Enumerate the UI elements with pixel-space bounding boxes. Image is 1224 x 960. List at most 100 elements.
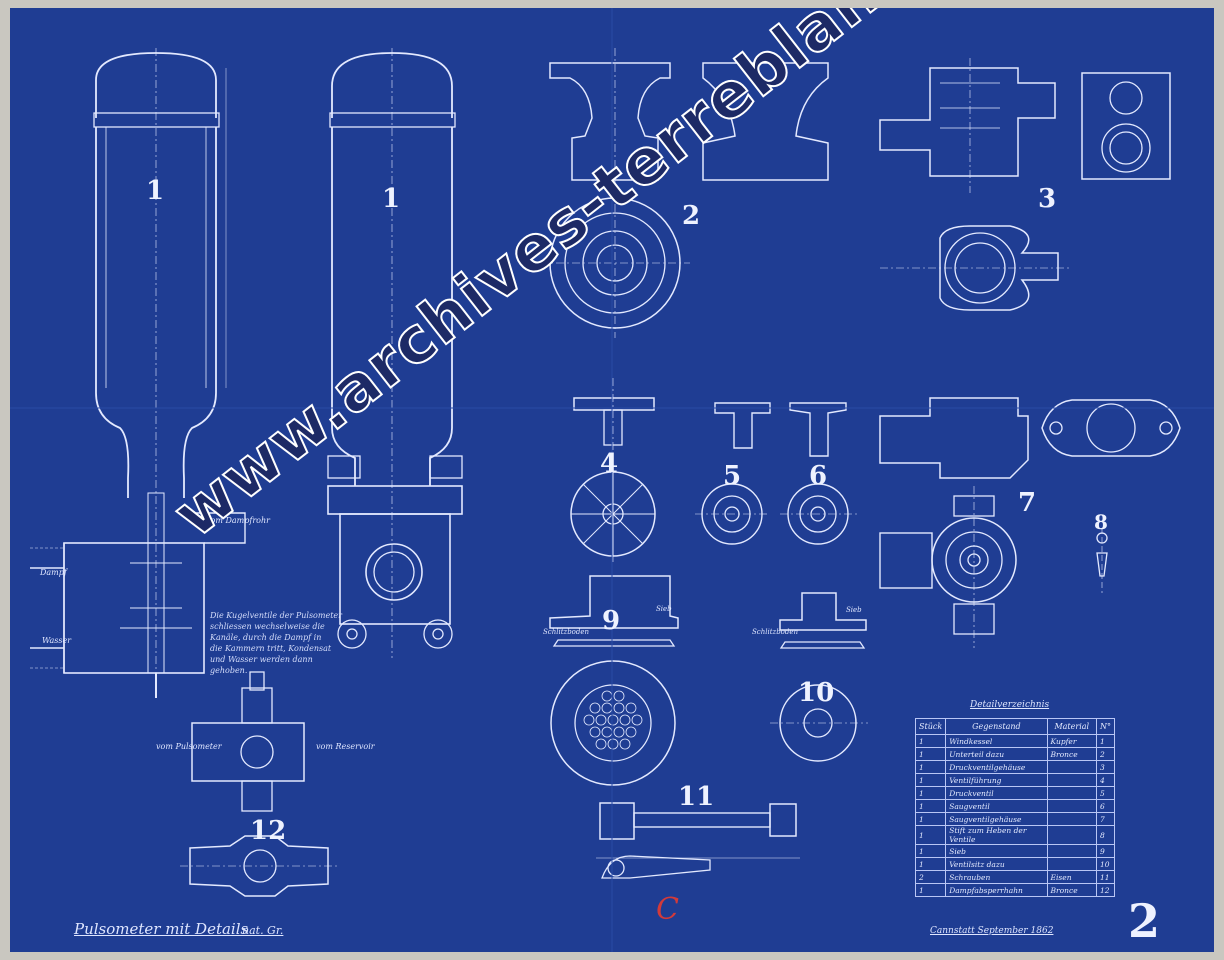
blueprint-sheet: 1 1 2 3 4 5 6 7 8 9 10 11 12 vom Dampfro… <box>10 8 1214 952</box>
cell-item: Stift zum Heben der Ventile <box>945 825 1048 845</box>
cell-material: Bronce <box>1046 747 1098 761</box>
cell-no: 8 <box>1096 825 1115 845</box>
parts-list-heading: Detailverzeichnis <box>970 700 1050 710</box>
label-dampfrohr: vom Dampfrohr <box>206 516 270 525</box>
cell-material <box>1046 799 1098 813</box>
cell-item: Sieb <box>945 844 1048 858</box>
cell-material: Eisen <box>1046 870 1098 884</box>
cell-material <box>1046 773 1098 787</box>
detail-label-12: 12 <box>250 816 287 846</box>
cell-qty: 1 <box>914 760 947 774</box>
label-vom-reservoir: vom Reservoir <box>316 742 375 751</box>
cell-qty: 2 <box>914 870 947 884</box>
drawing-title: Pulsometer mit Details <box>74 920 249 938</box>
label-sieb-10: Sieb <box>846 606 862 614</box>
cell-material <box>1046 812 1098 826</box>
cell-qty: 1 <box>914 825 947 845</box>
cell-qty: 1 <box>914 734 947 748</box>
cell-qty: 1 <box>914 747 947 761</box>
cell-no: 10 <box>1096 857 1115 871</box>
cell-qty: 1 <box>914 786 947 800</box>
cell-item: Ventilführung <box>945 773 1048 787</box>
detail-label-5: 5 <box>723 461 742 491</box>
column-header-qty: Stück <box>914 718 947 735</box>
cell-material <box>1046 760 1098 774</box>
view-1-exterior <box>327 48 463 658</box>
cell-no: 5 <box>1096 786 1115 800</box>
cell-material <box>1046 844 1098 858</box>
cell-item: Windkessel <box>945 734 1048 748</box>
cell-qty: 1 <box>914 857 947 871</box>
drawing-scale: nat. Gr. <box>242 924 284 937</box>
cell-no: 7 <box>1096 812 1115 826</box>
column-header-no: N° <box>1096 718 1115 735</box>
view-1-section <box>30 48 246 698</box>
detail-label-8: 8 <box>1094 510 1108 534</box>
cell-item: Saugventil <box>945 799 1048 813</box>
label-schlitzboden-10: Schlitzboden <box>752 628 799 636</box>
detail-5 <box>695 402 771 545</box>
blueprint-drawing <box>10 8 1214 952</box>
note-line: die Kammern tritt, Kondensat <box>210 644 332 653</box>
cell-material <box>1046 786 1098 800</box>
cell-item: Schrauben <box>945 870 1048 884</box>
cell-item: Dampfabsperrhahn <box>945 883 1048 897</box>
cell-material: Bronce <box>1046 883 1098 897</box>
cell-qty: 1 <box>914 812 947 826</box>
detail-label-10: 10 <box>798 678 835 708</box>
cell-material: Kupfer <box>1046 734 1098 748</box>
detail-label-1b: 1 <box>382 184 401 214</box>
detail-8 <box>1096 528 1108 593</box>
cell-item: Druckventilgehäuse <box>945 760 1048 774</box>
cell-material <box>1046 857 1098 871</box>
cell-qty: 1 <box>914 799 947 813</box>
label-dampf: Dampf <box>40 568 67 577</box>
cell-qty: 1 <box>914 844 947 858</box>
cell-qty: 1 <box>914 773 947 787</box>
detail-4 <box>570 378 656 563</box>
detail-label-2: 2 <box>682 201 701 231</box>
signature-date: Cannstatt September 1862 <box>930 926 1054 936</box>
label-schlitzboden-9: Schlitzboden <box>543 628 590 636</box>
detail-3 <box>879 58 1171 311</box>
detail-12 <box>180 671 338 897</box>
column-header-item: Gegenstand <box>945 718 1048 735</box>
cell-no: 12 <box>1096 883 1115 897</box>
cell-material <box>1046 825 1098 845</box>
red-pencil-mark: C <box>656 892 679 927</box>
detail-label-4: 4 <box>600 449 619 479</box>
note-line: schliessen wechselweise die <box>210 622 325 631</box>
cell-item: Druckventil <box>945 786 1048 800</box>
note-line: gehoben. <box>210 666 248 675</box>
detail-9 <box>549 575 679 786</box>
detail-label-11: 11 <box>678 782 715 812</box>
detail-2 <box>540 48 829 338</box>
label-vom-pulsometer: vom Pulsometer <box>156 742 222 751</box>
cell-no: 1 <box>1096 734 1115 748</box>
cell-no: 11 <box>1096 870 1115 884</box>
cell-no: 6 <box>1096 799 1115 813</box>
cell-no: 2 <box>1096 747 1115 761</box>
label-sieb-9: Sieb <box>656 605 672 613</box>
detail-6 <box>780 402 858 545</box>
note-line: Die Kugelventile der Pulsometer <box>210 611 342 620</box>
cell-item: Ventilsitz dazu <box>945 857 1048 871</box>
detail-label-6: 6 <box>809 461 828 491</box>
explanatory-note: Die Kugelventile der Pulsometer schliess… <box>210 610 350 676</box>
detail-10 <box>770 592 868 762</box>
detail-label-9: 9 <box>602 606 621 636</box>
cell-qty: 1 <box>914 883 947 897</box>
detail-label-1a: 1 <box>146 176 165 206</box>
note-line: und Wasser werden dann <box>210 655 313 664</box>
